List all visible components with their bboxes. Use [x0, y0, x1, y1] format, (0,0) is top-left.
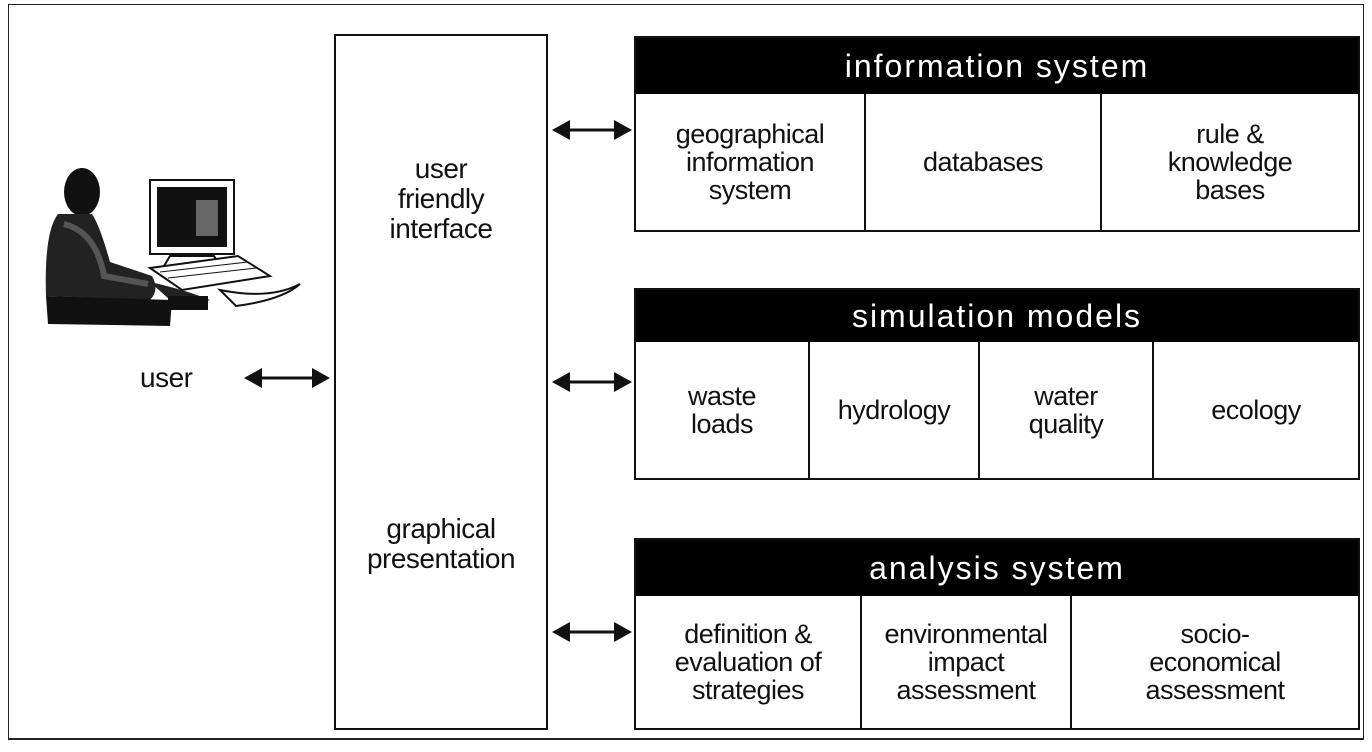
analysis-system-title: analysis system	[636, 540, 1358, 596]
simulation-models-title: simulation models	[636, 290, 1358, 342]
definition-evaluation-strategies-cell: definition & evaluation of strategies	[636, 596, 862, 728]
user-interface-arrow	[244, 368, 330, 388]
information-system-arrow	[552, 120, 632, 140]
hydrology-cell: hydrology	[810, 342, 980, 478]
water-quality-cell: water quality	[980, 342, 1154, 478]
analysis-system-row: definition & evaluation of strategies en…	[636, 596, 1358, 728]
environmental-impact-assessment-cell: environmental impact assessment	[862, 596, 1072, 728]
analysis-system-box: analysis system definition & evaluation …	[634, 538, 1360, 730]
information-system-box: information system geographical informat…	[634, 36, 1360, 232]
analysis-system-arrow	[552, 622, 632, 642]
graphical-presentation-label: graphical presentation	[366, 513, 516, 574]
person-at-computer-icon	[45, 168, 301, 326]
simulation-models-box: simulation models waste loads hydrology …	[634, 288, 1360, 480]
databases-cell: databases	[866, 94, 1102, 230]
user-interface-box: user friendly interface graphical presen…	[334, 34, 548, 730]
geographical-information-system-cell: geographical information system	[636, 94, 866, 230]
socio-economical-assessment-cell: socio- economical assessment	[1145, 619, 1285, 705]
rule-knowledge-bases-cell: rule & knowledge bases	[1167, 119, 1293, 205]
information-system-row: geographical information system database…	[636, 94, 1358, 230]
simulation-models-arrow	[552, 372, 632, 392]
user-label: user	[140, 362, 193, 393]
information-system-title: information system	[636, 38, 1358, 94]
user-friendly-interface-label: user friendly interface	[389, 153, 493, 244]
simulation-models-row: waste loads hydrology water quality ecol…	[636, 342, 1358, 478]
waste-loads-cell: waste loads	[636, 342, 810, 478]
diagram-frame	[8, 4, 1364, 740]
ecology-cell: ecology	[1211, 395, 1301, 425]
